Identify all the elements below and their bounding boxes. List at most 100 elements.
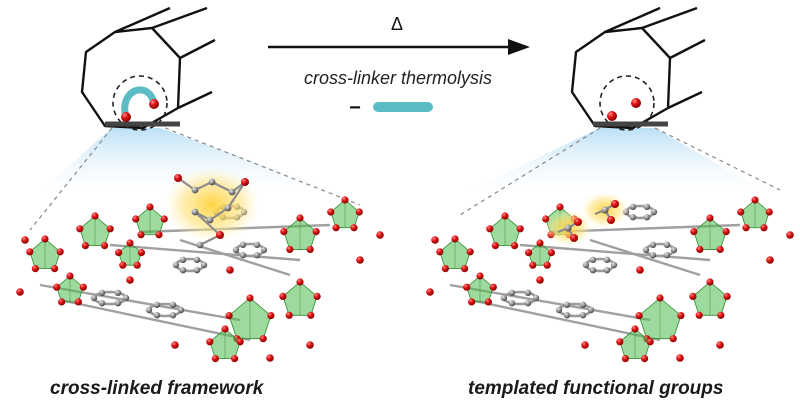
carbon-atom <box>579 311 587 319</box>
carbon-atom <box>200 261 208 269</box>
oxygen-atom <box>516 225 524 233</box>
oxygen-atom <box>137 231 145 239</box>
oxygen-atom <box>451 235 459 243</box>
oxygen-atom <box>26 248 34 256</box>
carbon-atom <box>508 299 516 307</box>
carbon-atom <box>629 213 637 221</box>
linker-bond <box>589 238 701 277</box>
carbon-atom <box>114 299 122 307</box>
oxygen-atom <box>137 249 145 257</box>
carbon-atom <box>649 241 657 249</box>
crosslinker-bond <box>211 181 233 193</box>
oxygen-atom <box>146 203 154 211</box>
oxygen-atom <box>463 283 471 291</box>
oxygen-atom <box>716 341 724 349</box>
oxygen-atom <box>723 292 731 300</box>
oxygen-atom <box>570 234 578 242</box>
carbon-atom <box>179 256 187 264</box>
oxygen-atom <box>41 235 49 243</box>
oxygen-atom <box>760 224 768 232</box>
zoom-haze-left <box>30 128 360 200</box>
oxygen-atom <box>536 239 544 247</box>
carbon-atom <box>98 299 106 307</box>
oxygen-atom <box>751 196 759 204</box>
oxygen-atom <box>636 266 644 274</box>
oxygen-atom <box>51 265 59 273</box>
carbon-atom <box>563 301 571 309</box>
oxygen-atom <box>611 200 619 208</box>
oxygen-atom <box>716 245 724 254</box>
oxygen-atom <box>231 355 239 363</box>
carbon-atom <box>191 208 199 216</box>
oxygen-atom <box>536 276 544 284</box>
carbon-atom <box>500 294 508 302</box>
carbon-atom <box>191 186 199 194</box>
oxygen-atom <box>466 248 474 256</box>
carbon-atom <box>169 311 177 319</box>
carbon-atom <box>193 266 201 274</box>
crosslinker-bond <box>227 181 246 209</box>
carbon-atom <box>179 266 187 274</box>
crosslinker-bond <box>209 207 229 221</box>
oxygen-atom <box>267 312 275 320</box>
carbon-atom <box>643 203 651 211</box>
oxygen-atom <box>174 174 182 182</box>
oxygen-atom <box>21 236 29 244</box>
oxygen-atom <box>641 355 649 363</box>
oxygen-atom <box>119 261 127 269</box>
zoom-circle-left <box>112 75 168 131</box>
oxygen-atom <box>106 225 114 233</box>
carbon-atom <box>663 241 671 249</box>
oxygen-atom <box>259 335 267 343</box>
oxygen-atom <box>696 245 704 254</box>
oxygen-atom <box>436 248 444 256</box>
carbon-atom <box>193 256 201 264</box>
carbon-atom <box>239 251 247 259</box>
carbon-atom <box>228 188 236 196</box>
oxygen-atom <box>280 228 288 236</box>
carbon-atom <box>172 261 180 269</box>
carbon-atom <box>563 311 571 319</box>
carbon-atom <box>610 261 618 269</box>
carbon-atom <box>643 213 651 221</box>
linker-bond <box>519 243 711 262</box>
oxygen-atom <box>216 231 224 239</box>
carbon-atom <box>114 289 122 297</box>
carbon-atom <box>582 261 590 269</box>
hexagonal-channel-icon <box>80 6 216 130</box>
carbon-atom <box>629 203 637 211</box>
carbon-atom <box>232 246 240 254</box>
oxygen-atom <box>656 294 664 302</box>
linker-bond <box>109 243 301 262</box>
oxygen-atom <box>742 224 750 232</box>
oxygen-atom <box>206 338 214 346</box>
oxygen-atom <box>285 311 293 319</box>
carbon-atom <box>649 251 657 259</box>
oxygen-atom <box>327 208 335 216</box>
zoom-haze-right <box>450 128 780 200</box>
oxygen-atom <box>241 178 249 186</box>
oxygen-atom <box>765 208 773 216</box>
oxygen-atom <box>529 261 537 269</box>
oxygen-atom <box>476 272 484 280</box>
oxygen-atom <box>706 278 714 286</box>
oxygen-atom <box>306 341 314 349</box>
oxygen-atom <box>286 245 294 254</box>
carbon-atom <box>208 178 216 186</box>
oxygen-atom <box>635 312 643 320</box>
oxygen-atom <box>56 248 64 256</box>
oxygen-atom <box>510 242 519 250</box>
oxygen-atom <box>581 341 589 349</box>
carbon-atom <box>260 246 268 254</box>
hexagonal-channel-icon <box>570 6 706 130</box>
oxygen-atom <box>669 335 677 343</box>
structure-cross-linked <box>16 167 384 363</box>
oxygen-atom <box>155 231 163 239</box>
oxygen-atom <box>160 215 168 223</box>
oxygen-atom <box>341 196 349 204</box>
oxygen-atom <box>616 338 624 346</box>
oxygen-atom <box>689 292 697 300</box>
oxygen-atom <box>486 225 494 233</box>
carbon-atom <box>650 208 658 216</box>
oxygen-atom <box>491 242 499 250</box>
